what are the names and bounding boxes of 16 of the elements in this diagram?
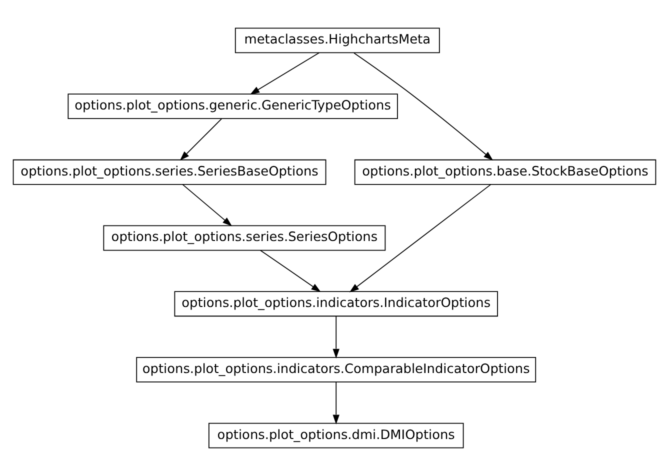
- node-box: options.plot_options.dmi.DMIOptions: [208, 422, 464, 448]
- node-box: options.plot_options.generic.GenericTypeOptions: [68, 94, 398, 119]
- node-box: options.plot_options.base.StockBaseOptions: [354, 159, 656, 185]
- node-box: options.plot_options.series.SeriesOptions: [103, 225, 386, 251]
- arrow: [182, 184, 232, 226]
- arrow: [354, 52, 494, 161]
- arrow: [332, 382, 340, 424]
- arrow: [250, 52, 320, 95]
- node-box: metaclasses.HighchartsMeta: [234, 28, 440, 54]
- arrow: [180, 118, 222, 160]
- node-box: options.plot_options.indicators.ComparableIndicatorOptions: [136, 357, 536, 382]
- arrow: [260, 250, 321, 292]
- arrow: [332, 316, 340, 358]
- node-box: options.plot_options.indicators.IndicatorOptions: [174, 291, 498, 317]
- node-box: options.plot_options.series.SeriesBaseOptions: [12, 159, 326, 185]
- arrow: [349, 184, 492, 292]
